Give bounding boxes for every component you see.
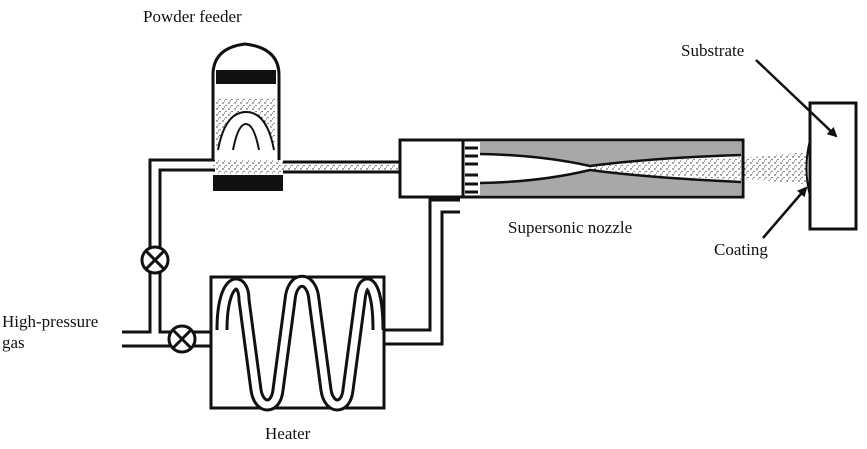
particle-jet bbox=[743, 152, 806, 184]
valve-lower bbox=[167, 324, 197, 354]
powder-feeder bbox=[211, 42, 283, 191]
substrate-label: Substrate bbox=[681, 41, 745, 60]
powder-feeder-label: Powder feeder bbox=[143, 7, 242, 26]
high-pressure-gas-label: High-pressure bbox=[2, 312, 99, 331]
coating-arrow bbox=[762, 186, 808, 239]
high-pressure-gas-label-line2: gas bbox=[2, 333, 25, 352]
powder-stream bbox=[283, 163, 463, 171]
supersonic-nozzle bbox=[398, 138, 745, 199]
heater-label: Heater bbox=[265, 424, 311, 443]
coating-label: Coating bbox=[714, 240, 768, 259]
substrate bbox=[805, 101, 858, 231]
supersonic-nozzle-label: Supersonic nozzle bbox=[508, 218, 633, 237]
gas-piping bbox=[122, 158, 460, 348]
heater bbox=[209, 274, 386, 412]
valve-upper bbox=[140, 245, 170, 275]
substrate-arrow bbox=[755, 59, 838, 138]
